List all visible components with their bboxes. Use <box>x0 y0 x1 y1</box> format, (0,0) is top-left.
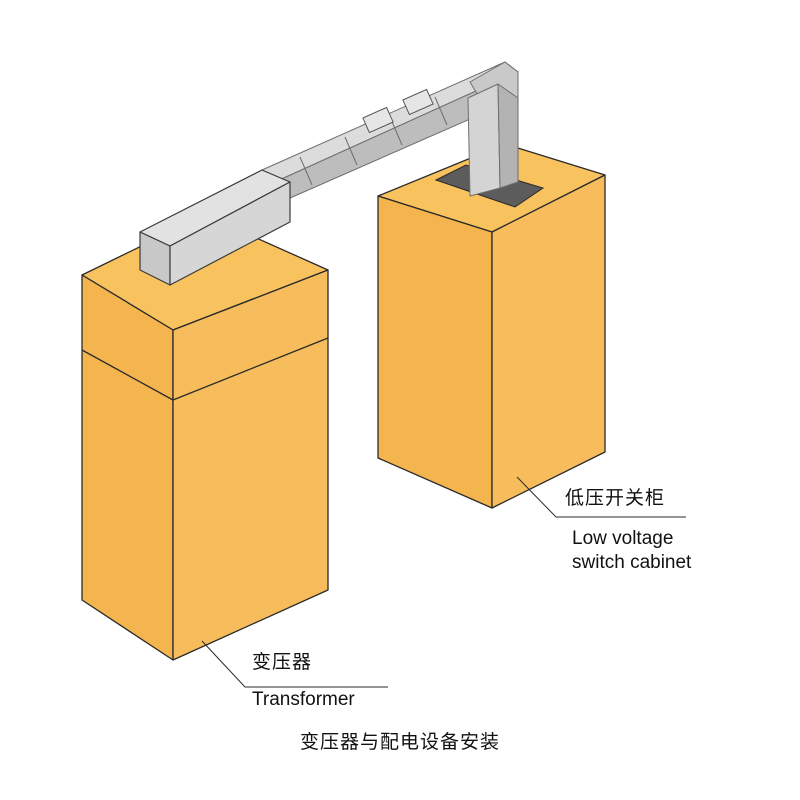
transformer-seam <box>81 337 329 401</box>
diagram-caption: 变压器与配电设备安装 <box>299 731 500 753</box>
busway-vertical-front <box>467 83 501 197</box>
cabinet-label-en-line2: switch cabinet <box>572 552 692 573</box>
transformer <box>81 214 329 661</box>
terminal-box-side <box>169 181 291 286</box>
transformer-label-cn: 变压器 <box>252 651 313 673</box>
terminal-box <box>139 169 291 286</box>
busway-vertical-side <box>497 83 519 189</box>
busway <box>261 61 519 199</box>
busway-rib <box>434 96 448 126</box>
transformer-left-face <box>81 274 174 661</box>
busway-rib <box>344 136 358 166</box>
cabinet-leader-line <box>516 476 686 518</box>
cabinet-right-face <box>491 174 606 509</box>
switch-cabinet <box>377 143 606 509</box>
transformer-leader-line <box>201 640 388 688</box>
busway-joint <box>362 106 394 134</box>
cabinet-label-cn: 低压开关柜 <box>565 487 666 509</box>
cabinet-left-face <box>377 195 493 509</box>
transformer-right-face <box>172 269 329 661</box>
busway-rib <box>299 156 313 186</box>
cabinet-label-en-line1: Low voltage <box>572 528 674 549</box>
transformer-label-en: Transformer <box>252 689 355 710</box>
busway-joint <box>402 88 434 116</box>
